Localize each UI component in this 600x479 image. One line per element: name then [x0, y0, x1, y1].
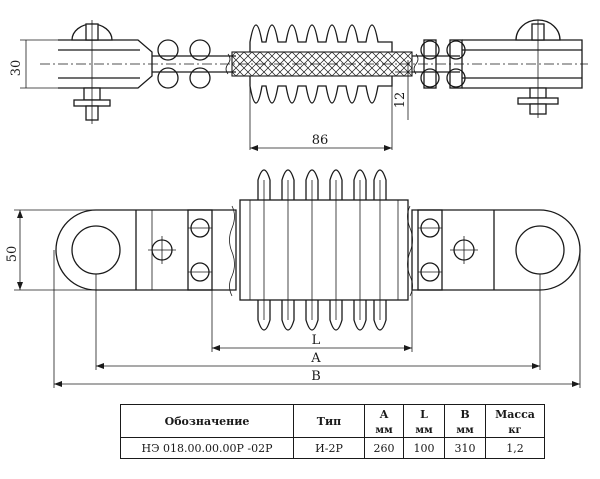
- dim-label-50: 50: [5, 246, 20, 263]
- spec-table: Обозначение Тип A L B Масса мм мм мм кг …: [120, 404, 545, 459]
- cell-l: 100: [403, 437, 445, 459]
- header-l: L: [403, 404, 445, 423]
- cell-a: 260: [364, 437, 404, 459]
- right-rod: [412, 39, 466, 89]
- header-type: Тип: [293, 404, 365, 438]
- dimension-30: 30: [9, 39, 60, 89]
- cell-type: И-2Р: [293, 437, 365, 459]
- dimension-A: A: [95, 274, 541, 370]
- cell-b: 310: [444, 437, 486, 459]
- unit-a: мм: [364, 423, 404, 438]
- unit-mass: кг: [485, 423, 545, 438]
- dim-label-30: 30: [9, 60, 24, 77]
- dimension-L: L: [211, 290, 413, 352]
- left-rod: [152, 39, 236, 89]
- insulator-side: [239, 169, 409, 331]
- side-view: 50 L A B: [5, 169, 581, 388]
- right-end-fitting: [407, 205, 581, 297]
- spec-table-header-row: Обозначение Тип A L B Масса: [120, 404, 545, 438]
- dim-label-A: A: [310, 351, 321, 366]
- dim-label-L: L: [312, 333, 321, 348]
- left-end-fitting: [55, 205, 237, 297]
- dimension-86: 86: [250, 133, 392, 151]
- left-clevis: [58, 20, 153, 124]
- right-clevis: [462, 19, 583, 118]
- header-b: B: [444, 404, 486, 423]
- top-view: 30 12 86: [9, 19, 588, 151]
- dimension-50: 50: [5, 209, 96, 291]
- dimension-B: B: [53, 250, 581, 388]
- cell-mass: 1,2: [485, 437, 545, 459]
- dim-label-86: 86: [312, 133, 329, 148]
- cell-designation: НЭ 018.00.00.00Р -02Р: [120, 437, 294, 459]
- technical-drawing: 30 12 86: [5, 19, 588, 388]
- header-a: A: [364, 404, 404, 423]
- dim-label-B: B: [311, 369, 321, 384]
- table-row: НЭ 018.00.00.00Р -02Р И-2Р 260 100 310 1…: [120, 437, 545, 459]
- unit-l: мм: [403, 423, 445, 438]
- unit-b: мм: [444, 423, 486, 438]
- header-mass: Масса: [485, 404, 545, 423]
- dimension-12: 12: [393, 60, 418, 120]
- insulator-top: [231, 24, 413, 150]
- header-designation: Обозначение: [120, 404, 294, 438]
- dim-label-12: 12: [393, 92, 408, 109]
